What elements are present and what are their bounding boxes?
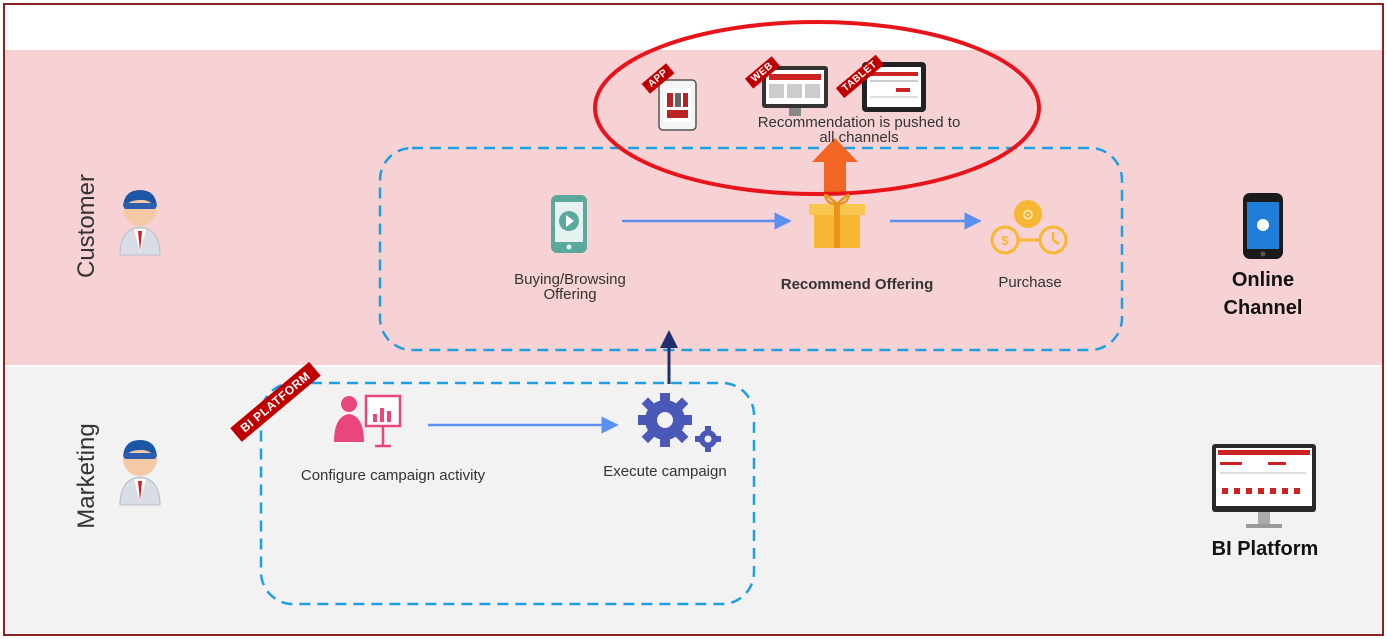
customer-person-icon — [119, 190, 161, 256]
svg-text:$: $ — [1001, 233, 1009, 248]
bi-platform-monitor-icon — [1212, 444, 1316, 528]
money-cycle-icon: ⊙ $ — [990, 200, 1068, 255]
online-channel-phone-icon — [1243, 193, 1283, 259]
svg-text:⊙: ⊙ — [1022, 206, 1034, 222]
marketing-lane — [5, 367, 1382, 633]
callout-text: Recommendation is pushed to all channels — [757, 114, 961, 146]
app-device-icon — [658, 79, 697, 131]
marketing-flow-box — [259, 381, 756, 606]
step-recommend-label: Recommend Offering — [780, 276, 934, 293]
marketing-person-icon — [119, 440, 161, 506]
presentation-icon — [334, 394, 402, 448]
customer-flow-box — [378, 146, 1124, 352]
gears-icon — [638, 393, 721, 452]
tablet-device-icon — [862, 62, 926, 112]
step-browsing-label: Buying/Browsing Offering — [514, 271, 626, 303]
mobile-play-icon — [551, 195, 587, 253]
diagram-frame — [3, 3, 1384, 636]
web-device-icon — [762, 66, 828, 116]
step-purchase-label: Purchase — [998, 274, 1062, 291]
online-channel-label: Online Channel — [1223, 269, 1303, 319]
bi-platform-label: BI Platform — [1211, 538, 1319, 560]
channels-highlight-ellipse — [593, 20, 1041, 196]
arrow-execute-to-customer — [660, 330, 678, 384]
step-configure-label: Configure campaign activity — [300, 467, 486, 484]
step-execute-label: Execute campaign — [603, 463, 727, 480]
gift-icon — [809, 193, 865, 248]
arrow-recommend-push — [812, 138, 858, 192]
